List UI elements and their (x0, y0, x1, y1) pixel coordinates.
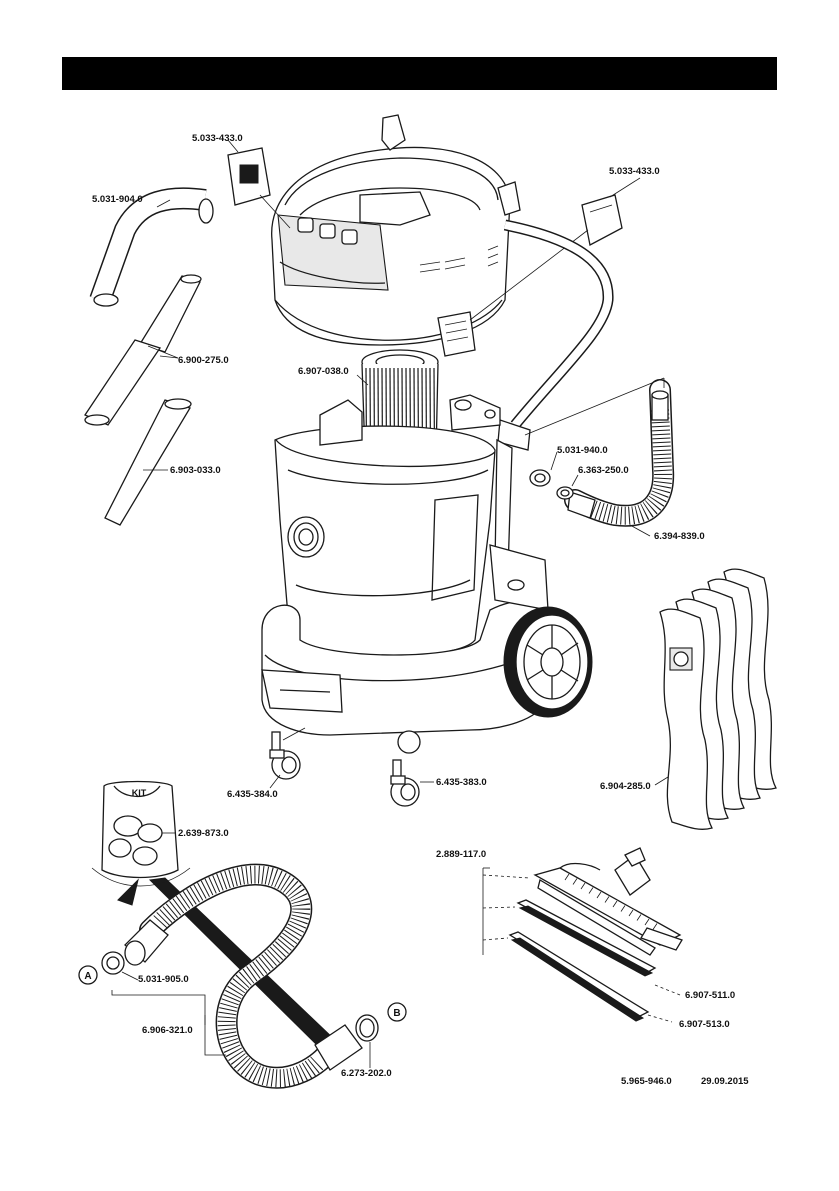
hose-seal (556, 474, 579, 500)
label-suction-hose: 6.394-839.0 (654, 531, 705, 542)
label-crevice-nozzle: 6.903-033.0 (170, 465, 221, 476)
svg-text:A: A (84, 971, 91, 982)
callout-b: B (387, 1002, 407, 1022)
lid-cover-left (227, 139, 291, 229)
vacuum-head (271, 114, 521, 357)
label-lid-cover-right: 5.033-433.0 (609, 166, 660, 177)
push-handle (503, 219, 614, 429)
filter-bags (659, 568, 777, 830)
callout-a: A (78, 965, 98, 985)
castor-left (269, 727, 306, 789)
document-number: 5.965-946.0 (621, 1076, 672, 1087)
container (274, 394, 501, 658)
label-castor-left: 6.435-384.0 (227, 789, 278, 800)
castor-right (390, 730, 434, 807)
svg-text:B: B (393, 1008, 400, 1019)
label-castor-right: 6.435-383.0 (436, 777, 487, 788)
label-hose-adapter: 5.031-940.0 (557, 445, 608, 456)
accessory-seal (355, 1014, 379, 1068)
extension-tubes (84, 274, 202, 426)
label-extension-tubes: 6.900-275.0 (178, 355, 229, 366)
strip-set-brush (516, 899, 657, 977)
label-accessory-seal: 6.273-202.0 (341, 1068, 392, 1079)
wheel (503, 606, 593, 718)
label-cartridge-filter: 6.907-038.0 (298, 366, 349, 377)
kit-label: KIT (132, 788, 147, 798)
crevice-nozzle (104, 398, 192, 526)
label-floor-nozzle: 2.889-117.0 (436, 849, 486, 860)
bent-tube (89, 187, 214, 307)
strip-set-rubber (508, 931, 650, 1022)
document-date: 29.09.2015 (701, 1076, 749, 1087)
label-hose-seal: 6.363-250.0 (578, 465, 629, 476)
label-filter-bags: 6.904-285.0 (600, 781, 651, 792)
label-adapter-kit: 2.639-873.0 (178, 828, 229, 839)
hose-adapter (529, 451, 558, 487)
accessory-hose (124, 863, 363, 1089)
label-lid-cover-left: 5.033-433.0 (192, 133, 243, 144)
label-strip-set-rubber: 6.907-513.0 (679, 1019, 730, 1030)
accessory-adapter (101, 951, 139, 981)
header-bar (62, 57, 777, 90)
adapter-kit: KIT (91, 780, 336, 1049)
lid-cover-right (469, 177, 641, 321)
suction-hose (524, 377, 675, 537)
label-accessory-hose: 6.906-321.0 (142, 1025, 193, 1036)
label-accessory-adapter: 5.031-905.0 (138, 974, 189, 985)
floor-nozzle (533, 847, 683, 956)
label-strip-set-brush: 6.907-511.0 (685, 990, 735, 1001)
label-bent-tube: 5.031-904.0 (92, 194, 143, 205)
chassis (261, 544, 549, 736)
